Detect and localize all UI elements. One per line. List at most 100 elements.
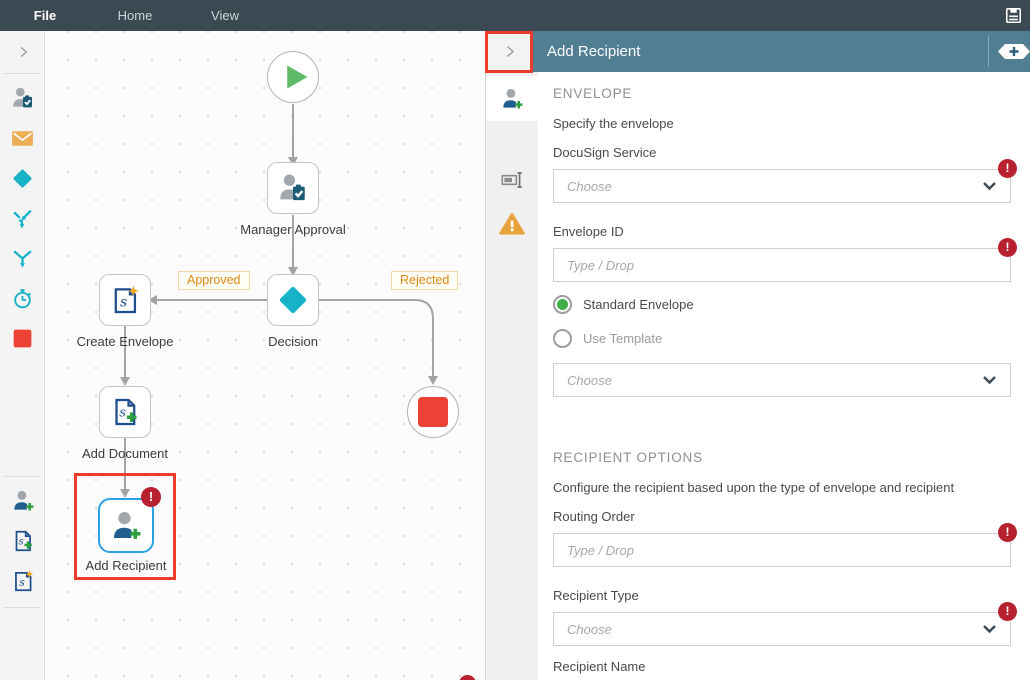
workflow-canvas[interactable]: Manager Approval Decision s Create Envel… [45,31,485,680]
standard-envelope-radio[interactable]: Standard Envelope [553,295,1011,314]
routing-order-input[interactable] [553,533,1011,567]
node-add-recipient[interactable] [98,498,154,553]
section-recipient-options-heading: RECIPIENT OPTIONS [553,450,703,465]
recipient-type-select[interactable]: Choose [553,612,1011,646]
tab-add-recipient[interactable] [486,76,538,121]
tool-end[interactable] [0,318,45,358]
error-badge: ! [998,523,1017,542]
menu-view[interactable]: View [211,8,239,23]
panel-header: Add Recipient [532,31,1030,72]
node-add-document[interactable]: s [99,386,151,438]
toolbox-divider [4,73,40,74]
select-placeholder: Choose [567,178,612,194]
decision-icon [13,169,32,187]
node-label: Create Envelope [76,334,174,349]
radio-selected-icon [553,295,572,314]
panel-body: ENVELOPE Specify the envelope DocuSign S… [538,72,1030,680]
save-button[interactable] [996,0,1030,31]
edge-label-approved[interactable]: Approved [178,271,250,290]
node-error-badge: ! [141,487,161,507]
add-recipient-icon [503,88,523,108]
radio-label: Use Template [583,331,663,346]
node-label: Add Recipient [85,558,167,573]
tool-merge[interactable] [0,238,45,278]
error-badge: ! [998,238,1017,257]
end-icon [13,329,32,347]
svg-text:s: s [119,405,126,420]
tool-parallel-split[interactable] [0,198,45,238]
toolbox-divider [4,476,40,477]
tool-timer[interactable] [0,278,45,318]
toolbox-expand-button[interactable] [0,31,45,73]
tool-add-recipient[interactable] [0,481,45,521]
merge-icon [13,249,32,268]
node-create-envelope[interactable]: s [99,274,151,326]
radio-label: Standard Envelope [583,297,694,312]
toolbox-divider [4,607,40,608]
tool-decision[interactable] [0,158,45,198]
svg-text:s: s [18,536,23,547]
error-badge: ! [998,159,1017,178]
warning-icon [499,212,525,234]
header-divider [988,36,989,67]
routing-order-label: Routing Order [553,509,635,524]
create-envelope-icon: s [114,285,139,314]
chevron-down-icon [983,182,996,191]
add-document-icon: s [15,530,32,552]
recipient-type-label: Recipient Type [553,588,639,603]
error-badge: ! [998,602,1017,621]
tool-add-document[interactable]: s [0,521,45,561]
section-envelope-description: Specify the envelope [553,116,674,131]
canvas-notification-dot [459,675,476,680]
panel-title: Add Recipient [547,43,641,60]
node-decision[interactable] [267,274,319,326]
toolbox-sidebar: s s [0,31,45,680]
stop-icon [418,397,448,427]
select-placeholder: Choose [567,621,612,637]
svg-text:s: s [19,576,25,589]
panel-collapse-button[interactable] [486,31,532,72]
add-document-icon: s [115,398,137,426]
panel-tabstrip [486,72,538,680]
select-placeholder: Choose [567,372,612,388]
save-icon [1005,7,1021,24]
approval-task-icon [280,174,305,201]
add-variable-icon [998,44,1030,59]
chevron-down-icon [983,625,996,634]
menu-home[interactable]: Home [117,8,153,23]
config-panel: Add Recipient [485,31,1030,680]
recipient-name-label: Recipient Name [553,659,646,674]
tool-create-envelope[interactable]: s [0,561,45,601]
chevron-right-icon [506,46,514,57]
docusign-service-label: DocuSign Service [553,145,657,160]
tab-warnings[interactable] [486,201,538,246]
node-label: Add Document [82,446,168,461]
tab-rename[interactable] [486,157,538,202]
menu-file[interactable]: File [33,8,57,23]
menubar: File Home View [0,0,1030,31]
chevron-down-icon [983,376,996,385]
template-select[interactable]: Choose [553,363,1011,397]
node-label: Decision [268,334,318,349]
docusign-service-select[interactable]: Choose [553,169,1011,203]
envelope-id-input[interactable] [553,248,1011,282]
svg-text:s: s [120,294,127,310]
node-label: Manager Approval [240,222,346,237]
edge-label-rejected[interactable]: Rejected [391,271,459,290]
create-envelope-icon: s [14,570,33,592]
rename-icon [501,171,522,188]
approval-task-icon [12,87,32,108]
tool-approval-task[interactable] [0,78,45,118]
section-recipient-options-description: Configure the recipient based upon the t… [553,480,955,495]
node-end[interactable] [407,386,459,438]
parallel-split-icon [13,209,32,228]
node-manager-approval[interactable] [267,162,319,214]
add-recipient-icon [114,511,141,539]
workflow-edges [120,104,438,498]
play-icon [287,65,308,89]
use-template-radio[interactable]: Use Template [553,329,1011,348]
node-start[interactable] [267,51,319,103]
add-recipient-icon [13,490,33,511]
tool-email[interactable] [0,118,45,158]
add-variable-button[interactable] [996,41,1030,62]
